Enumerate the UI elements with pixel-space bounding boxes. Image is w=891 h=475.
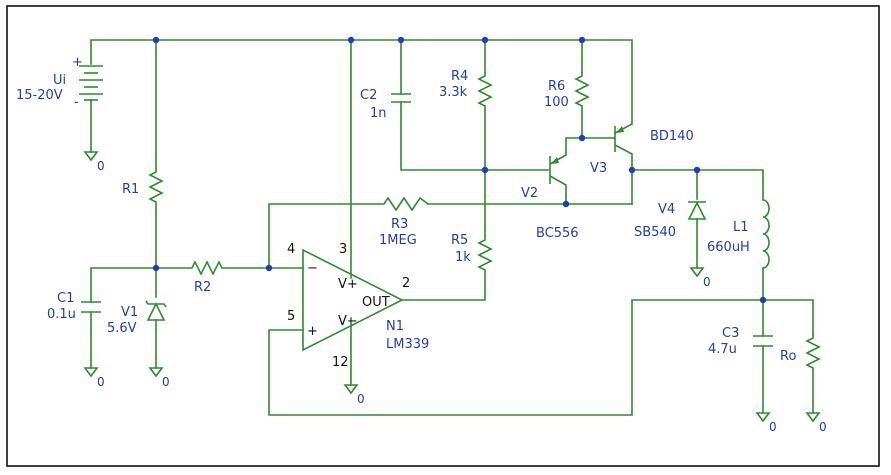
label-v2-name: V2 bbox=[521, 186, 538, 201]
label-ui-name: Ui bbox=[53, 73, 66, 88]
ground-c3 bbox=[755, 412, 771, 423]
label-v3-value: BD140 bbox=[650, 129, 694, 144]
label-r5-value: 1k bbox=[455, 250, 471, 265]
label-v3-name: V3 bbox=[590, 161, 607, 176]
ground-ro bbox=[805, 412, 821, 423]
resistor-r4-symbol bbox=[477, 72, 493, 107]
battery-plus-sign: + bbox=[72, 55, 83, 70]
label-r4-value: 3.3k bbox=[439, 85, 468, 100]
c1-top-wire bbox=[90, 267, 157, 303]
label-c2-value: 1n bbox=[370, 106, 387, 121]
ground-ui bbox=[83, 151, 99, 162]
r6-bottom-wire bbox=[581, 105, 615, 139]
inductor-l1-symbol bbox=[762, 199, 770, 269]
label-r5-name: R5 bbox=[451, 233, 468, 248]
ro-top-wire bbox=[762, 299, 814, 335]
vplus-label: V+ bbox=[338, 277, 358, 292]
label-c3-name: C3 bbox=[722, 326, 739, 341]
ground-label-ui: 0 bbox=[97, 159, 105, 173]
inverting-input-sign: − bbox=[307, 261, 318, 276]
component-labels: + - Ui 15-20V R1 R2 R3 1MEG R4 3.3k R5 1… bbox=[16, 55, 796, 364]
schematic-frame bbox=[6, 5, 880, 467]
label-v1-value: 5.6V bbox=[107, 321, 137, 336]
ground-v4 bbox=[689, 267, 705, 278]
battery-minus-sign: - bbox=[74, 95, 79, 110]
pin-2-label: 2 bbox=[402, 276, 410, 291]
ground-label-n1: 0 bbox=[357, 392, 365, 406]
label-v2-value: BC556 bbox=[536, 226, 579, 241]
diode-v4-symbol bbox=[687, 201, 707, 220]
pin-5-label: 5 bbox=[287, 309, 295, 324]
ground-label-c3: 0 bbox=[769, 420, 777, 434]
label-v4-value: SB540 bbox=[634, 225, 676, 240]
resistor-r2-symbol bbox=[188, 260, 223, 276]
label-ui-value: 15-20V bbox=[16, 88, 63, 103]
label-c1-name: C1 bbox=[57, 291, 74, 306]
pin5-feedback-wire bbox=[268, 299, 764, 416]
resistor-r1-symbol bbox=[148, 168, 164, 203]
junction-dots bbox=[152, 36, 767, 304]
label-c3-value: 4.7u bbox=[708, 342, 737, 357]
label-r4-name: R4 bbox=[451, 69, 468, 84]
zener-v1-symbol bbox=[145, 300, 167, 321]
pin-12-label: 12 bbox=[332, 355, 349, 370]
ground-n1 bbox=[343, 384, 359, 395]
resistor-r6-symbol bbox=[574, 72, 590, 107]
pin-4-label: 4 bbox=[287, 242, 295, 257]
ground-label-c1: 0 bbox=[97, 375, 105, 389]
label-v4-name: V4 bbox=[658, 202, 675, 217]
label-r3-value: 1MEG bbox=[379, 233, 417, 248]
label-v1-name: V1 bbox=[121, 305, 138, 320]
ground-labels: 0 0 0 0 0 0 0 bbox=[97, 159, 827, 434]
switch-node-wire bbox=[631, 169, 764, 201]
c2-bottom-wire bbox=[400, 101, 549, 171]
label-c2-name: C2 bbox=[360, 88, 377, 103]
label-c1-value: 0.1u bbox=[47, 307, 76, 322]
top-rail-wire bbox=[90, 39, 633, 125]
capacitor-c1-symbol bbox=[81, 301, 101, 313]
noninverting-input-sign: + bbox=[307, 324, 318, 339]
r3-left-wire bbox=[268, 203, 379, 269]
capacitor-c3-symbol bbox=[753, 335, 773, 347]
comparator-n1-symbol bbox=[302, 248, 404, 352]
label-r3-name: R3 bbox=[391, 217, 408, 232]
comparator-pin-labels: 4 5 3 12 2 − + V+ V− OUT bbox=[287, 242, 410, 370]
label-r1-name: R1 bbox=[122, 182, 139, 197]
ground-c1 bbox=[83, 367, 99, 378]
output-label: OUT bbox=[362, 295, 390, 310]
vminus-label: V− bbox=[338, 314, 358, 329]
label-r2-name: R2 bbox=[194, 280, 211, 295]
label-n1-value: LM339 bbox=[386, 337, 429, 352]
pin-3-label: 3 bbox=[339, 242, 347, 257]
resistor-ro-symbol bbox=[805, 334, 821, 369]
label-n1-name: N1 bbox=[386, 319, 404, 334]
resistor-r5-symbol bbox=[477, 236, 493, 271]
ground-symbols bbox=[83, 151, 821, 423]
ground-label-v1: 0 bbox=[162, 375, 170, 389]
ground-label-ro: 0 bbox=[819, 420, 827, 434]
label-l1-value: 660uH bbox=[707, 240, 750, 255]
battery-ui-symbol bbox=[79, 65, 103, 101]
capacitor-c2-symbol bbox=[391, 93, 411, 103]
label-ro-name: Ro bbox=[780, 349, 796, 364]
transistor-v2-symbol bbox=[549, 154, 567, 186]
comparator-output-wire bbox=[401, 269, 486, 301]
v2-emitter-wire bbox=[565, 137, 583, 156]
ground-label-v4: 0 bbox=[703, 275, 711, 289]
transistor-v3-symbol bbox=[614, 123, 633, 155]
resistor-r3-symbol bbox=[378, 196, 429, 212]
label-l1-name: L1 bbox=[733, 220, 749, 235]
label-r6-value: 100 bbox=[544, 95, 569, 110]
ground-v1 bbox=[148, 367, 164, 378]
label-r6-name: R6 bbox=[548, 79, 565, 94]
